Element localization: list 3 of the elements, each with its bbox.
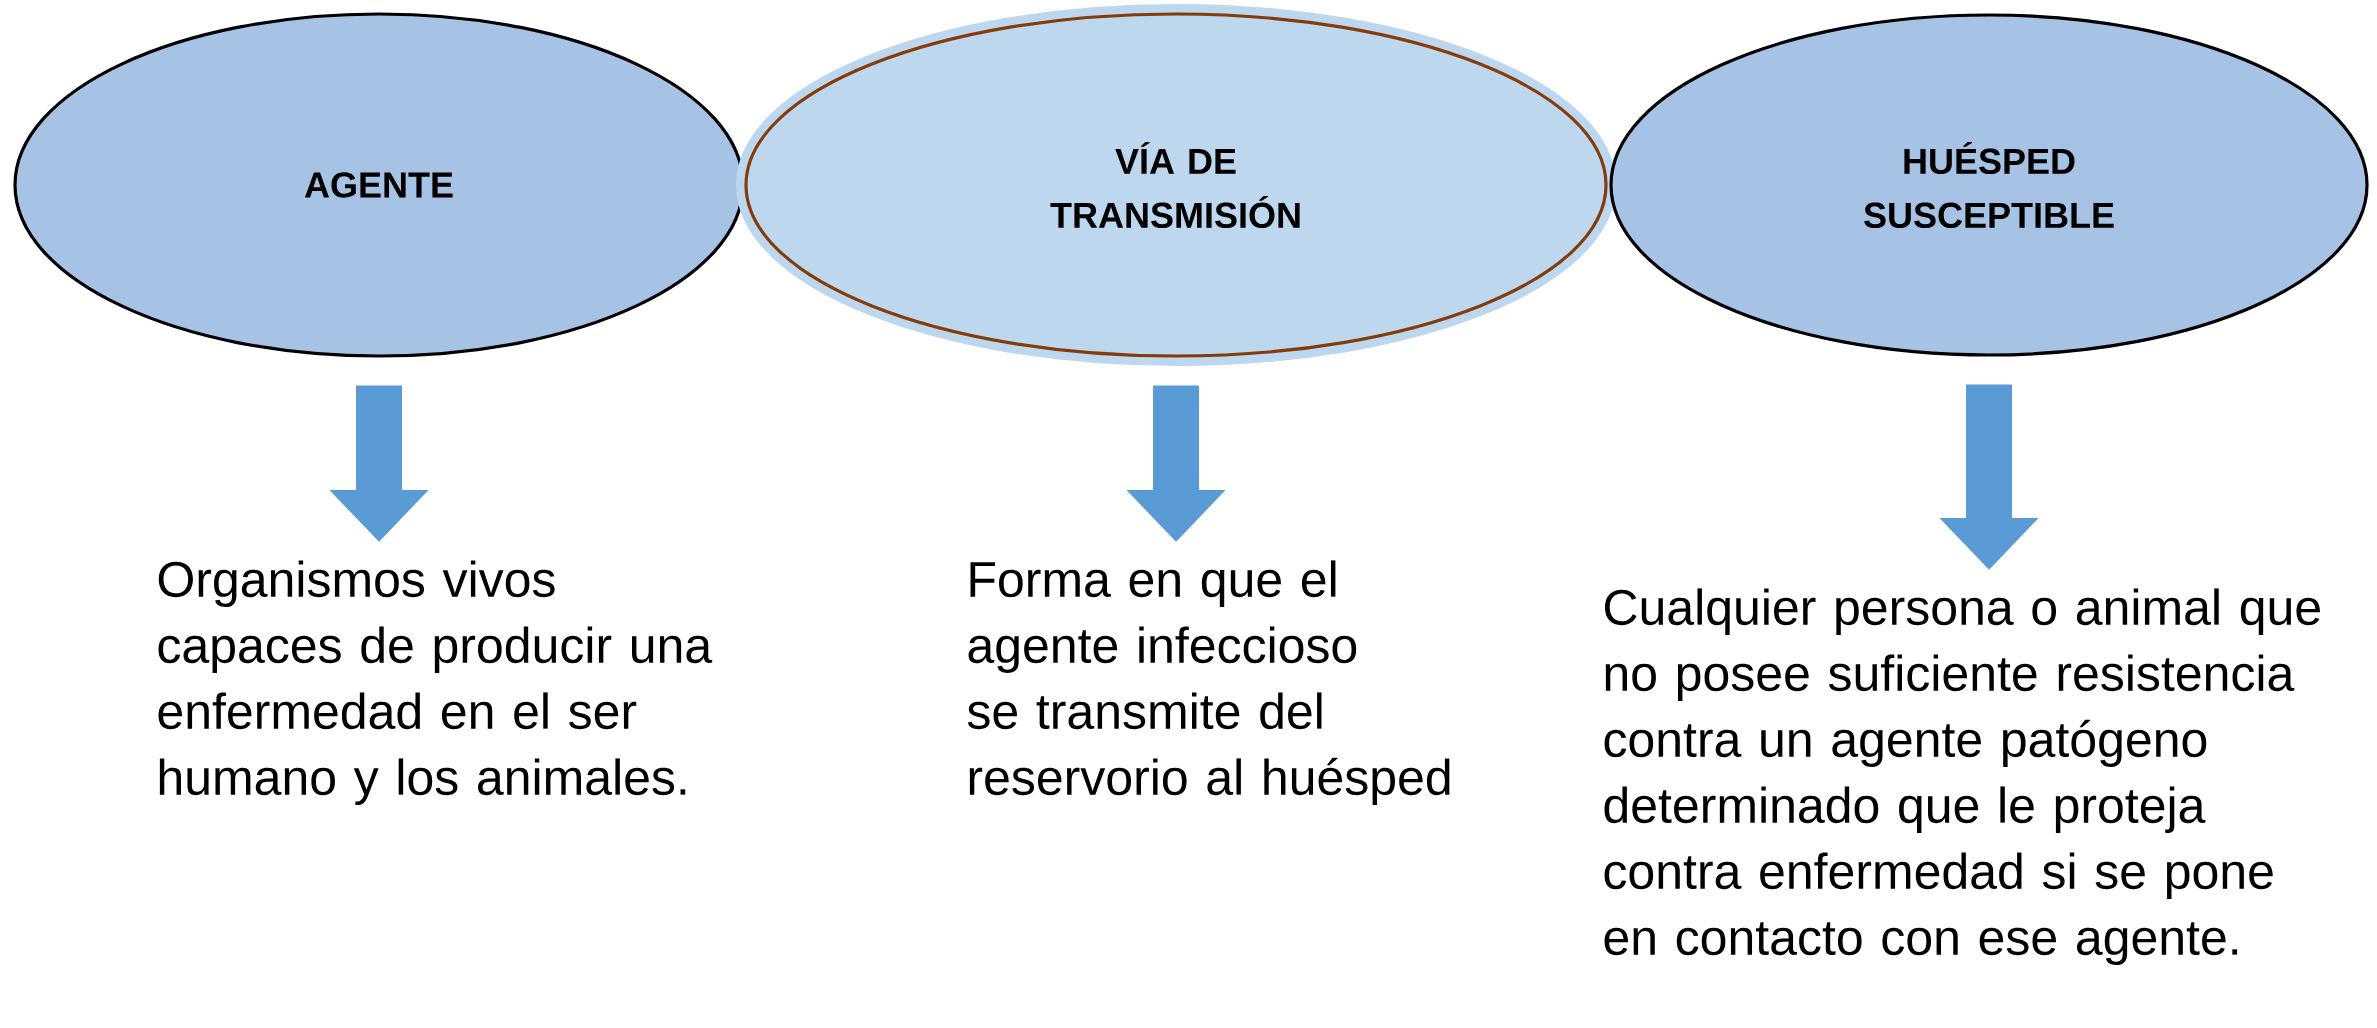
- description-text: Forma en que el agente infeccioso se transmite del reservorio al huésped: [967, 560, 1450, 805]
- description-text: Organismos vivos capaces de producir una enfermedad en el ser humano y los animales.: [158, 560, 713, 805]
- description-text: Cualquier persona o animal que no posee suficiente resistencia contra un agente patógeno determinado que le proteja contra enfermedad si se pone en contacto con ese agente.: [1604, 588, 2320, 965]
